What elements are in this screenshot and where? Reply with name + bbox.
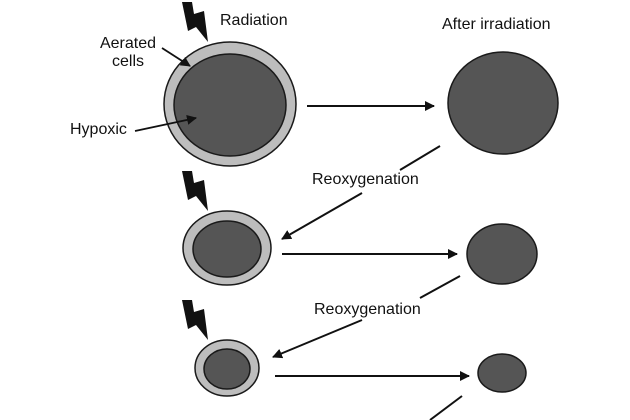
reoxygenation-arrow-3a [429,395,463,420]
aerated-pointer-arrow [161,47,191,67]
aerated-cells-label: Aerated cells [99,35,157,70]
radiation-bolt-icon-3 [182,300,208,340]
irradiated-tumor-small [477,353,527,393]
hypoxic-core-large [173,53,287,157]
hypoxic-core-medium [192,220,262,278]
tumor-large [163,41,297,167]
reoxygenation-arrow-1b [281,192,363,240]
tumor-small [194,339,260,397]
radiation-bolt-icon-2 [182,171,208,211]
radiation-bolt-icon-1 [182,2,208,42]
reoxygenation-label-1: Reoxygenation [312,171,419,188]
radiation-label: Radiation [220,12,288,29]
tumor-medium [182,210,272,286]
hypoxic-pointer-arrow [134,114,197,132]
reoxygenation-arrow-2b [272,319,363,359]
after-irradiation-label: After irradiation [442,16,551,33]
hypoxic-label: Hypoxic [70,121,127,138]
irradiated-tumor-medium [466,223,538,285]
reoxygenation-label-2: Reoxygenation [314,301,421,318]
hypoxic-core-small [203,348,251,390]
irradiated-tumor-large [447,51,559,155]
reoxygenation-arrow-2a [419,275,461,299]
reoxygenation-arrow-1a [399,145,441,171]
